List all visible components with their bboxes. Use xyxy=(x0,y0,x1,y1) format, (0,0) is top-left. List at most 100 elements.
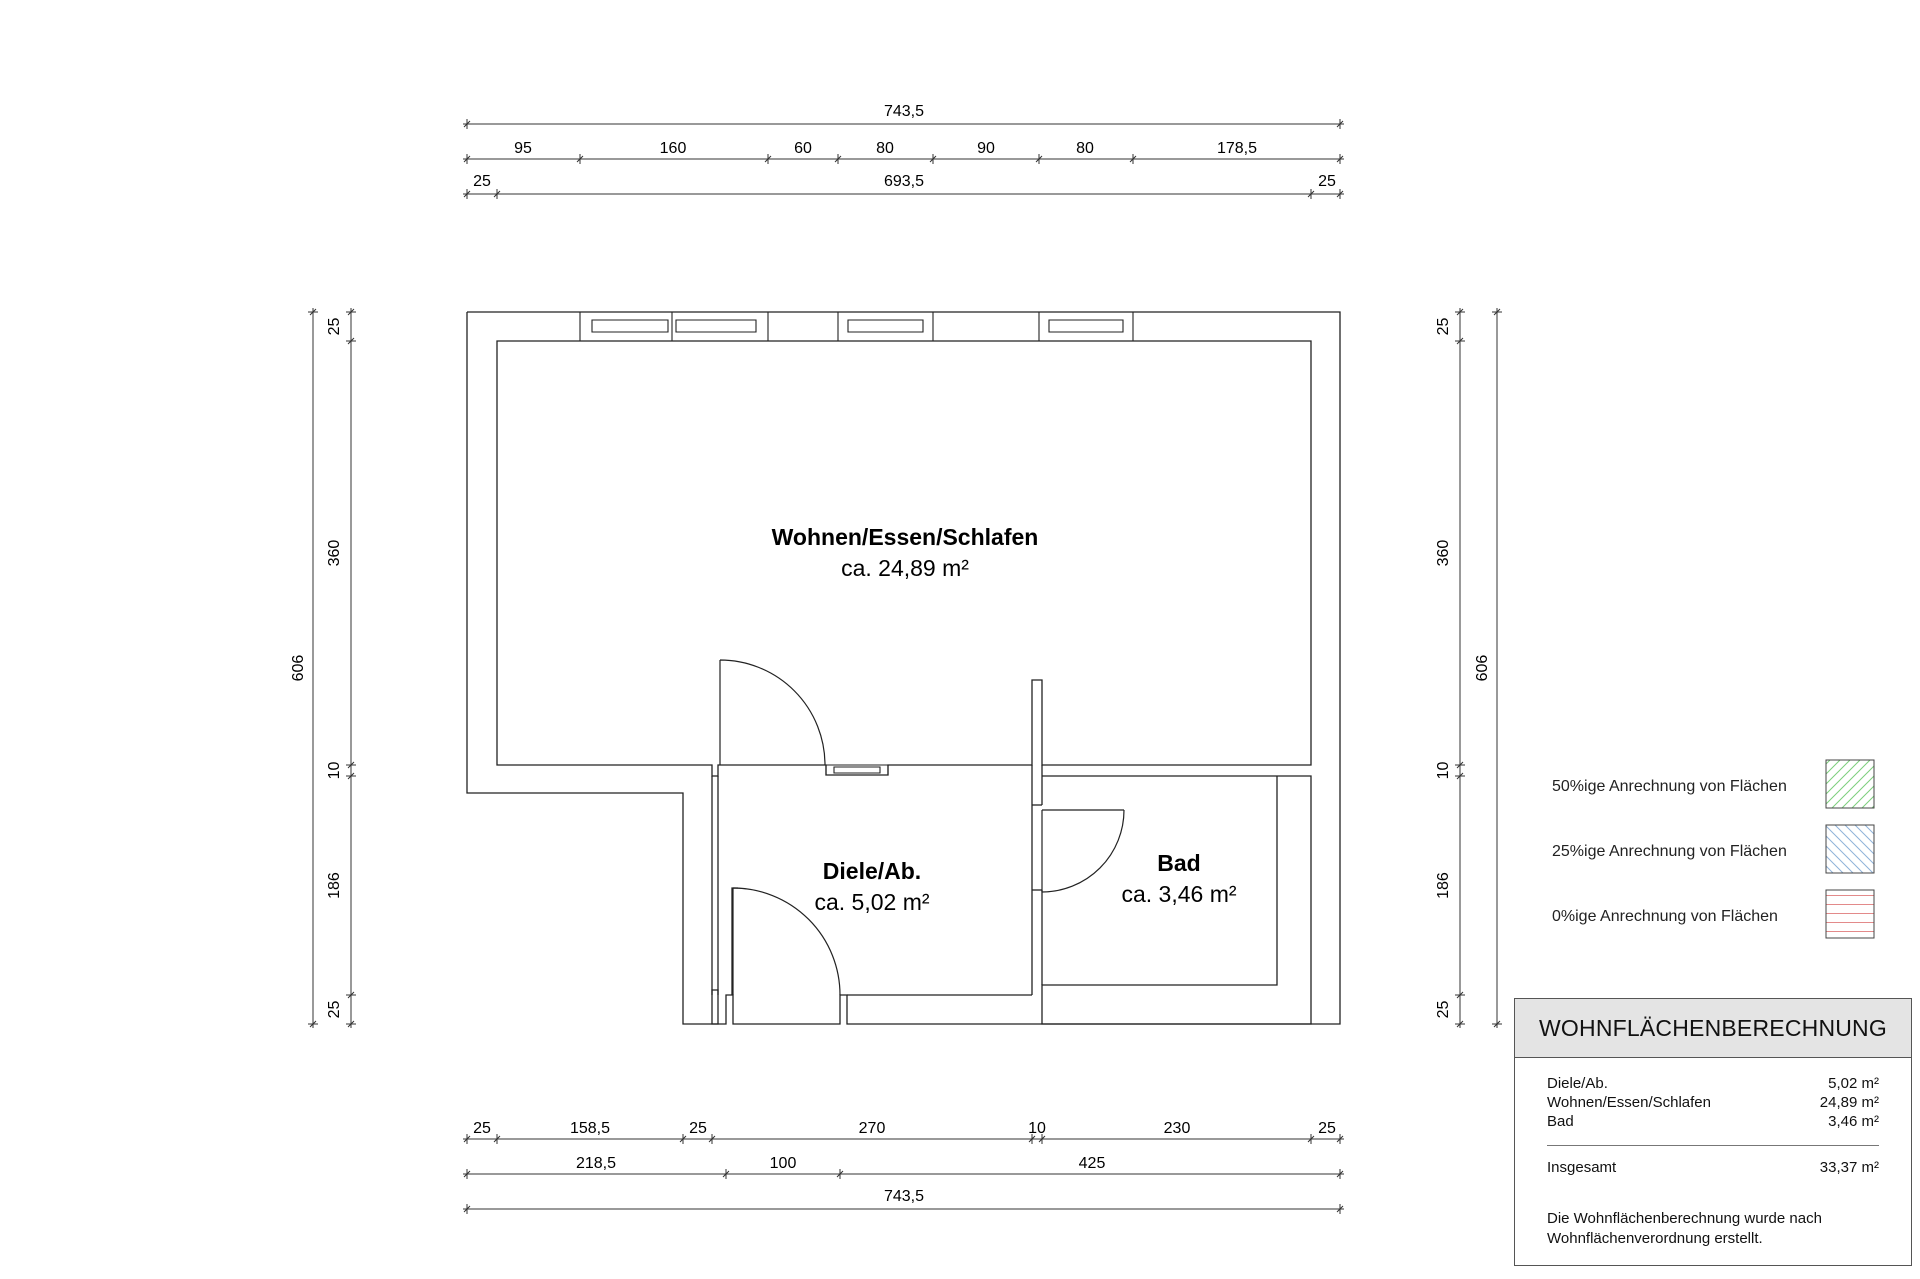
dimension-label: 360 xyxy=(1435,540,1452,567)
dimension-tick xyxy=(577,156,583,162)
area-calculation-box: WOHNFLÄCHENBERECHNUNG Diele/Ab. 5,02 m² … xyxy=(1514,998,1912,1266)
dimension-label: 606 xyxy=(290,655,307,682)
room-area-bad: ca. 3,46 m² xyxy=(1121,881,1236,907)
dimension-tick xyxy=(494,1136,500,1142)
dimension-tick xyxy=(1457,773,1463,779)
legend: 50%ige Anrechnung von Flächen 25%ige Anr… xyxy=(1552,760,1874,938)
dimension-tick xyxy=(464,156,470,162)
dimension-tick xyxy=(310,1021,316,1027)
calc-row-name: Bad xyxy=(1547,1113,1574,1130)
dimension-tick xyxy=(310,309,316,315)
dimension-label: 186 xyxy=(1435,872,1452,899)
dimension-tick xyxy=(348,309,354,315)
dimension-tick xyxy=(348,992,354,998)
corridor-door-jamb xyxy=(712,990,718,1024)
window-2 xyxy=(838,312,933,341)
dimension-tick xyxy=(1457,992,1463,998)
dimension-tick xyxy=(1036,156,1042,162)
dimension-tick xyxy=(1337,191,1343,197)
room-name-bad: Bad xyxy=(1157,850,1200,876)
dimension-tick xyxy=(1130,156,1136,162)
dimension-label: 218,5 xyxy=(576,1155,616,1172)
doors xyxy=(720,660,1124,995)
dimension-label: 25 xyxy=(1318,1120,1336,1137)
legend-label-50: 50%ige Anrechnung von Flächen xyxy=(1552,778,1787,795)
door-entrance-swing xyxy=(733,888,840,995)
legend-swatch-50 xyxy=(1826,760,1874,808)
dimension-tick xyxy=(765,156,771,162)
dimension-tick xyxy=(464,1206,470,1212)
dimension-label: 10 xyxy=(1028,1120,1046,1137)
dimension-tick xyxy=(837,1171,843,1177)
dimension-label: 743,5 xyxy=(884,103,924,120)
dimension-label: 360 xyxy=(326,540,343,567)
room-name-wohnen: Wohnen/Essen/Schlafen xyxy=(772,524,1039,550)
calc-row-value: 3,46 m² xyxy=(1828,1113,1879,1130)
dimension-label: 230 xyxy=(1164,1120,1191,1137)
dimension-label: 606 xyxy=(1474,655,1491,682)
door-bath-swing xyxy=(1042,810,1124,892)
dimension-tick xyxy=(348,762,354,768)
window-1 xyxy=(580,312,768,341)
dimension-tick xyxy=(464,191,470,197)
calc-row-bad: Bad 3,46 m² xyxy=(1547,1112,1879,1131)
dimension-label: 25 xyxy=(689,1120,707,1137)
dimension-tick xyxy=(1337,156,1343,162)
calc-row-diele: Diele/Ab. 5,02 m² xyxy=(1547,1074,1879,1093)
dimension-tick xyxy=(1494,309,1500,315)
dimension-tick xyxy=(1337,1171,1343,1177)
dimension-tick xyxy=(1337,121,1343,127)
dimension-label: 178,5 xyxy=(1217,140,1257,157)
dimension-tick xyxy=(1337,1136,1343,1142)
dimension-label: 25 xyxy=(1318,173,1336,190)
dimension-tick xyxy=(1029,1136,1035,1142)
dimension-label: 25 xyxy=(1435,1001,1452,1019)
dimension-label: 90 xyxy=(977,140,995,157)
dimension-tick xyxy=(464,1136,470,1142)
dimension-tick xyxy=(930,156,936,162)
dimension-label: 160 xyxy=(660,140,687,157)
dimension-label: 95 xyxy=(514,140,532,157)
calc-row-value: 24,89 m² xyxy=(1819,1094,1879,1111)
dimension-label: 25 xyxy=(473,173,491,190)
calc-row-name: Diele/Ab. xyxy=(1547,1075,1608,1092)
calc-row-value: 5,02 m² xyxy=(1828,1075,1879,1092)
dimension-label: 693,5 xyxy=(884,173,924,190)
walls xyxy=(467,312,1340,1025)
room-name-diele: Diele/Ab. xyxy=(823,858,921,884)
dimension-tick xyxy=(348,338,354,344)
calc-row-name: Wohnen/Essen/Schlafen xyxy=(1547,1094,1711,1111)
calculation-title: WOHNFLÄCHENBERECHNUNG xyxy=(1515,999,1911,1058)
dimension-tick xyxy=(723,1171,729,1177)
dimension-label: 10 xyxy=(326,762,343,780)
legend-label-25: 25%ige Anrechnung von Flächen xyxy=(1552,843,1787,860)
calc-total-value: 33,37 m² xyxy=(1819,1159,1879,1176)
bath-inner xyxy=(1041,775,1312,1025)
door-living-swing xyxy=(720,660,825,765)
dimension-tick xyxy=(348,1021,354,1027)
dimension-tick xyxy=(1457,309,1463,315)
dimension-tick xyxy=(709,1136,715,1142)
dimension-tick xyxy=(348,773,354,779)
calc-row-total: Insgesamt 33,37 m² xyxy=(1547,1158,1879,1177)
dimension-tick xyxy=(835,156,841,162)
legend-label-0: 0%ige Anrechnung von Flächen xyxy=(1552,908,1778,925)
dimension-tick xyxy=(1308,1136,1314,1142)
dimension-tick xyxy=(494,191,500,197)
window-inner xyxy=(826,765,888,775)
calc-total-name: Insgesamt xyxy=(1547,1159,1617,1176)
dimension-label: 270 xyxy=(859,1120,886,1137)
legend-swatch-0 xyxy=(1826,890,1874,938)
dimension-tick xyxy=(1494,1021,1500,1027)
calculation-rows: Diele/Ab. 5,02 m² Wohnen/Essen/Schlafen … xyxy=(1515,1058,1911,1249)
calc-separator xyxy=(1547,1145,1879,1146)
outer-wall xyxy=(467,312,1340,1024)
dimension-tick xyxy=(464,1171,470,1177)
dimension-label: 80 xyxy=(1076,140,1094,157)
dimension-tick xyxy=(1308,191,1314,197)
dimension-tick xyxy=(1039,1136,1045,1142)
dimension-label: 25 xyxy=(473,1120,491,1137)
dimension-tick xyxy=(1457,762,1463,768)
dimension-label: 25 xyxy=(1435,318,1452,336)
